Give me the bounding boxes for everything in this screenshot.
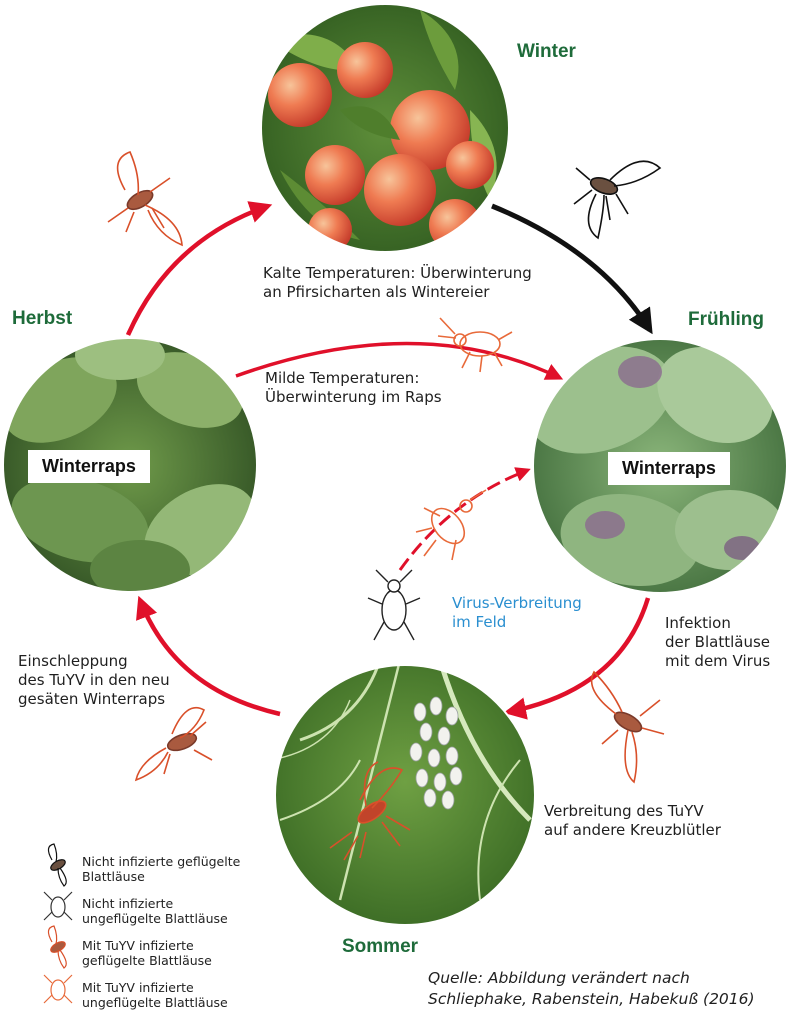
legend-line1: Mit TuYV infizierte	[82, 938, 194, 953]
legend-line2: ungeflügelte Blattläuse	[82, 911, 228, 926]
legend-line1: Nicht infizierte geflügelte	[82, 854, 241, 869]
fruehling-to-sommer-arrow	[503, 597, 651, 720]
infected-wingless-aphid-mild-icon	[437, 317, 513, 373]
legend-line1: Nicht infizierte	[82, 896, 174, 911]
legend-line2: ungeflügelte Blattläuse	[82, 995, 228, 1010]
mild-overwinter-arrow	[235, 341, 564, 380]
season-winter: Winter	[517, 41, 576, 62]
caption-virus-line1: Virus-Verbreitung	[452, 594, 582, 612]
legend-line1: Mit TuYV infizierte	[82, 980, 194, 995]
legend-winged-black-icon	[47, 843, 67, 887]
season-fruehling: Frühling	[688, 309, 764, 330]
uninfected-wingless-aphid-spread-icon	[367, 569, 421, 641]
legend-item: Nicht infizierte ungeflügelte Blattläuse	[44, 894, 304, 934]
legend-text: Mit TuYV infizierte geflügelte Blattläus…	[82, 938, 212, 968]
source-line2: Schliephake, Rabenstein, Habekuß (2016)	[428, 990, 755, 1008]
legend-line2: Blattläuse	[82, 869, 145, 884]
legend-item: Mit TuYV infizierte geflügelte Blattläus…	[44, 936, 304, 976]
caption-einschleppung: Einschleppung des TuYV in den neu gesäte…	[18, 652, 170, 709]
infected-winged-aphid-herbst-icon	[107, 150, 183, 247]
caption-verbreitung-line2: auf andere Kreuzblütler	[544, 821, 721, 839]
caption-mild-line1: Milde Temperaturen:	[265, 369, 420, 387]
caption-winter-line1: Kalte Temperaturen: Überwinterung	[263, 264, 532, 282]
caption-infektion: Infektion der Blattläuse mit dem Virus	[665, 614, 770, 671]
season-herbst: Herbst	[12, 308, 73, 329]
infected-wingless-aphid-spread-icon	[415, 489, 487, 561]
caption-winter-line2: an Pfirsicharten als Wintereier	[263, 283, 490, 301]
legend-item: Mit TuYV infizierte ungeflügelte Blattlä…	[44, 978, 304, 1018]
caption-einschleppung-line1: Einschleppung	[18, 652, 128, 670]
caption-virus-line2: im Feld	[452, 613, 507, 631]
legend-winged-red-icon	[47, 925, 67, 969]
legend-wingless-outline-icon	[43, 891, 73, 921]
caption-infektion-line2: der Blattläuse	[665, 633, 771, 651]
crop-label-left: Winterraps	[28, 450, 150, 483]
caption-mild-line2: Überwinterung im Raps	[265, 388, 442, 406]
legend-text: Nicht infizierte geflügelte Blattläuse	[82, 854, 240, 884]
season-sommer: Sommer	[342, 936, 419, 957]
infected-winged-aphid-fruehling-icon	[590, 670, 665, 784]
caption-mild: Milde Temperaturen: Überwinterung im Rap…	[265, 369, 442, 407]
caption-virus: Virus-Verbreitung im Feld	[452, 594, 582, 632]
legend-wingless-red-icon	[43, 974, 73, 1004]
infected-winged-aphid-herbst-lower-icon	[134, 706, 213, 782]
legend-item: Nicht infizierte geflügelte Blattläuse	[44, 852, 304, 892]
source-line1: Quelle: Abbildung verändert nach	[428, 969, 690, 987]
herbst-to-winter-arrow	[125, 201, 273, 336]
infested-leaf-photo	[275, 665, 535, 925]
caption-winter: Kalte Temperaturen: Überwinterung an Pfi…	[263, 264, 532, 302]
legend-text: Nicht infizierte ungeflügelte Blattläuse	[82, 896, 228, 926]
caption-verbreitung-line1: Verbreitung des TuYV	[544, 802, 704, 820]
caption-einschleppung-line2: des TuYV in den neu	[18, 671, 170, 689]
caption-infektion-line1: Infektion	[665, 614, 731, 632]
virus-spread-arrow	[398, 467, 531, 571]
caption-einschleppung-line3: gesäten Winterraps	[18, 690, 166, 708]
legend-line2: geflügelte Blattläuse	[82, 953, 212, 968]
caption-infektion-line3: mit dem Virus	[665, 652, 771, 670]
sommer-to-herbst-arrow	[136, 595, 281, 717]
uninfected-winged-aphid-winter-icon	[573, 160, 662, 240]
source-citation: Quelle: Abbildung verändert nach Schliep…	[428, 968, 755, 1010]
crop-label-right: Winterraps	[608, 452, 730, 485]
winter-to-fruehling-arrow	[491, 203, 653, 335]
caption-verbreitung: Verbreitung des TuYV auf andere Kreuzblü…	[544, 802, 721, 840]
peach-tree-photo	[261, 4, 509, 252]
legend-text: Mit TuYV infizierte ungeflügelte Blattlä…	[82, 980, 228, 1010]
infected-winged-aphid-on-leaf-icon	[329, 761, 411, 861]
